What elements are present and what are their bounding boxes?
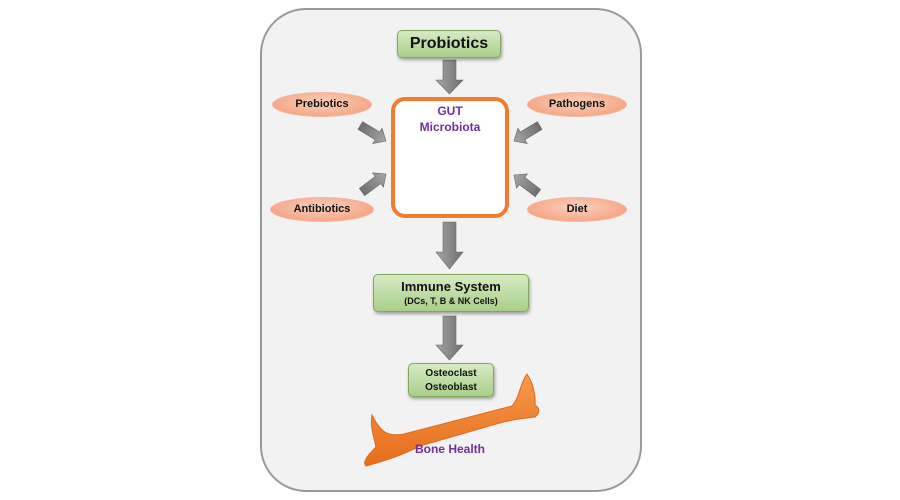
immune-system-box: Immune System (DCs, T, B & NK Cells) <box>373 274 529 312</box>
osteoblast-label: Osteoblast <box>425 382 477 393</box>
immune-system-subtitle: (DCs, T, B & NK Cells) <box>404 296 498 306</box>
arrow-diet-to-gut <box>513 173 542 198</box>
probiotics-box: Probiotics <box>397 30 501 58</box>
arrow-pathogens-to-gut <box>513 121 543 144</box>
gut-title-line2: Microbiota <box>419 120 481 134</box>
immune-system-title: Immune System <box>401 279 501 294</box>
bone-shape <box>364 373 540 467</box>
antibiotics-ellipse: Antibiotics <box>270 197 374 222</box>
pathogens-ellipse: Pathogens <box>527 92 627 117</box>
arrow-antibiotics-to-gut <box>358 172 387 197</box>
arrow-prebiotics-to-gut <box>357 121 387 144</box>
osteo-cells-box: Osteoclast Osteoblast <box>408 363 494 397</box>
gut-title-line1: GUT <box>437 104 463 118</box>
diet-ellipse: Diet <box>527 197 627 222</box>
osteoclast-label: Osteoclast <box>425 368 477 379</box>
arrow-immune-to-osteo <box>435 315 464 361</box>
prebiotics-ellipse: Prebiotics <box>272 92 372 117</box>
bone-health-label: Bone Health <box>414 442 485 456</box>
arrow-probiotics-to-gut <box>435 59 464 95</box>
gut-microbiota-box: GUT Microbiota <box>391 97 509 218</box>
arrow-gut-to-immune <box>435 221 464 270</box>
